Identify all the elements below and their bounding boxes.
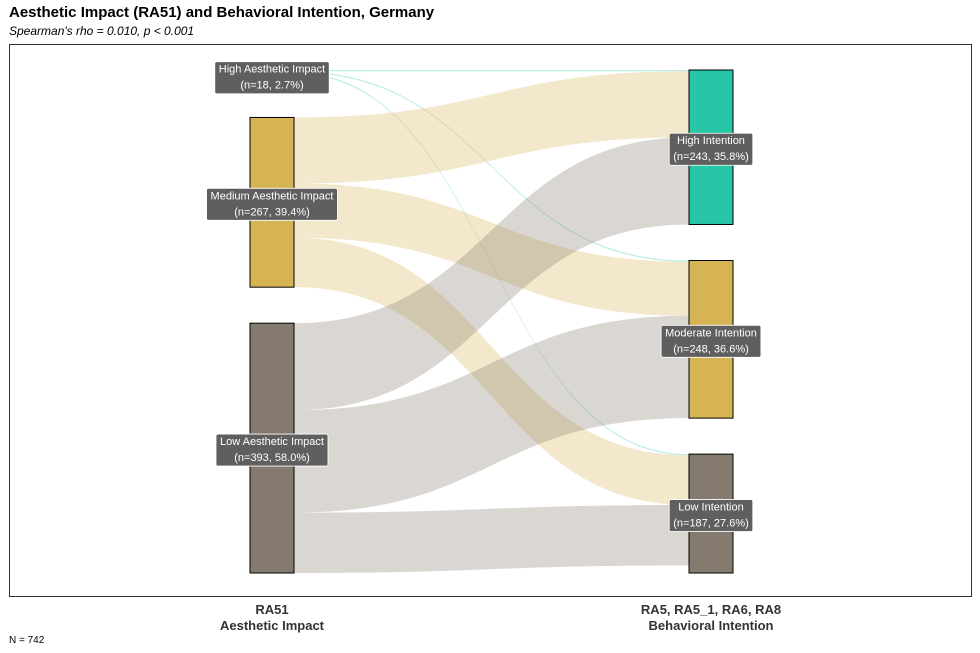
sample-size-note: N = 742 bbox=[9, 635, 45, 646]
plot-panel bbox=[9, 44, 972, 597]
right-node-count-low_bi: (n=187, 27.6%) bbox=[673, 518, 749, 530]
right-axis-line2: Behavioral Intention bbox=[648, 618, 774, 633]
left-axis-label: RA51 Aesthetic Impact bbox=[152, 602, 392, 634]
right-node-label-box-low_bi bbox=[668, 499, 754, 532]
right-axis-line1: RA5, RA5_1, RA6, RA8 bbox=[640, 602, 782, 617]
left-node-label-box-low_ai bbox=[215, 433, 329, 467]
flows-layer bbox=[294, 70, 689, 573]
flow-med_ai-to-low_bi bbox=[294, 237, 689, 505]
left-node-count-high_ai: (n=18, 2.7%) bbox=[240, 80, 303, 92]
left-node-count-low_ai: (n=393, 58.0%) bbox=[234, 452, 310, 464]
flow-med_ai-to-mod_bi bbox=[294, 183, 689, 316]
left-axis-line2: Aesthetic Impact bbox=[219, 618, 325, 633]
right-node-name-mod_bi: Moderate Intention bbox=[665, 327, 757, 339]
right-node-count-high_bi: (n=243, 35.8%) bbox=[673, 151, 749, 163]
flow-low_ai-to-high_bi bbox=[294, 137, 689, 411]
right-node-name-low_bi: Low Intention bbox=[678, 502, 743, 514]
flow-high_ai-to-low_bi bbox=[294, 72, 689, 456]
right-axis-label: RA5, RA5_1, RA6, RA8 Behavioral Intentio… bbox=[591, 602, 831, 634]
left-node-count-med_ai: (n=267, 39.4%) bbox=[234, 206, 310, 218]
left-node-label-box-high_ai bbox=[214, 61, 330, 95]
labels-layer: High Aesthetic Impact (n=18, 2.7%) Medium … bbox=[206, 61, 762, 532]
flow-med_ai-to-high_bi bbox=[294, 71, 689, 184]
left-node-name-med_ai: Medium Aesthetic Impact bbox=[211, 190, 334, 202]
flow-low_ai-to-mod_bi bbox=[294, 315, 689, 513]
right-node-label-box-high_bi bbox=[668, 132, 754, 166]
right-node-label-high_bi: High Intention (n=243, 35.8%) bbox=[668, 132, 754, 166]
flow-high_ai-to-mod_bi bbox=[294, 71, 689, 262]
right-node-count-mod_bi: (n=248, 36.6%) bbox=[673, 343, 749, 355]
right-node-name-high_bi: High Intention bbox=[677, 135, 745, 147]
left-node-name-low_ai: Low Aesthetic Impact bbox=[220, 436, 324, 448]
left-node-name-high_ai: High Aesthetic Impact bbox=[219, 64, 325, 76]
left-node-label-med_ai: Medium Aesthetic Impact (n=267, 39.4%) bbox=[206, 187, 338, 221]
left-node-label-box-med_ai bbox=[206, 187, 338, 221]
left-node-label-low_ai: Low Aesthetic Impact (n=393, 58.0%) bbox=[215, 433, 329, 467]
flow-high_ai-to-high_bi bbox=[294, 70, 689, 72]
flow-low_ai-to-low_bi bbox=[294, 504, 689, 573]
chart-title: Aesthetic Impact (RA51) and Behavioral I… bbox=[9, 4, 435, 21]
right-node-label-box-mod_bi bbox=[660, 324, 762, 358]
right-node-label-low_bi: Low Intention (n=187, 27.6%) bbox=[668, 499, 754, 532]
left-node-label-high_ai: High Aesthetic Impact (n=18, 2.7%) bbox=[214, 61, 330, 95]
left-axis-line1: RA51 bbox=[255, 602, 289, 617]
right-node-label-mod_bi: Moderate Intention (n=248, 36.6%) bbox=[660, 324, 762, 358]
chart-subtitle: Spearman's rho = 0.010, p < 0.001 bbox=[9, 24, 195, 38]
